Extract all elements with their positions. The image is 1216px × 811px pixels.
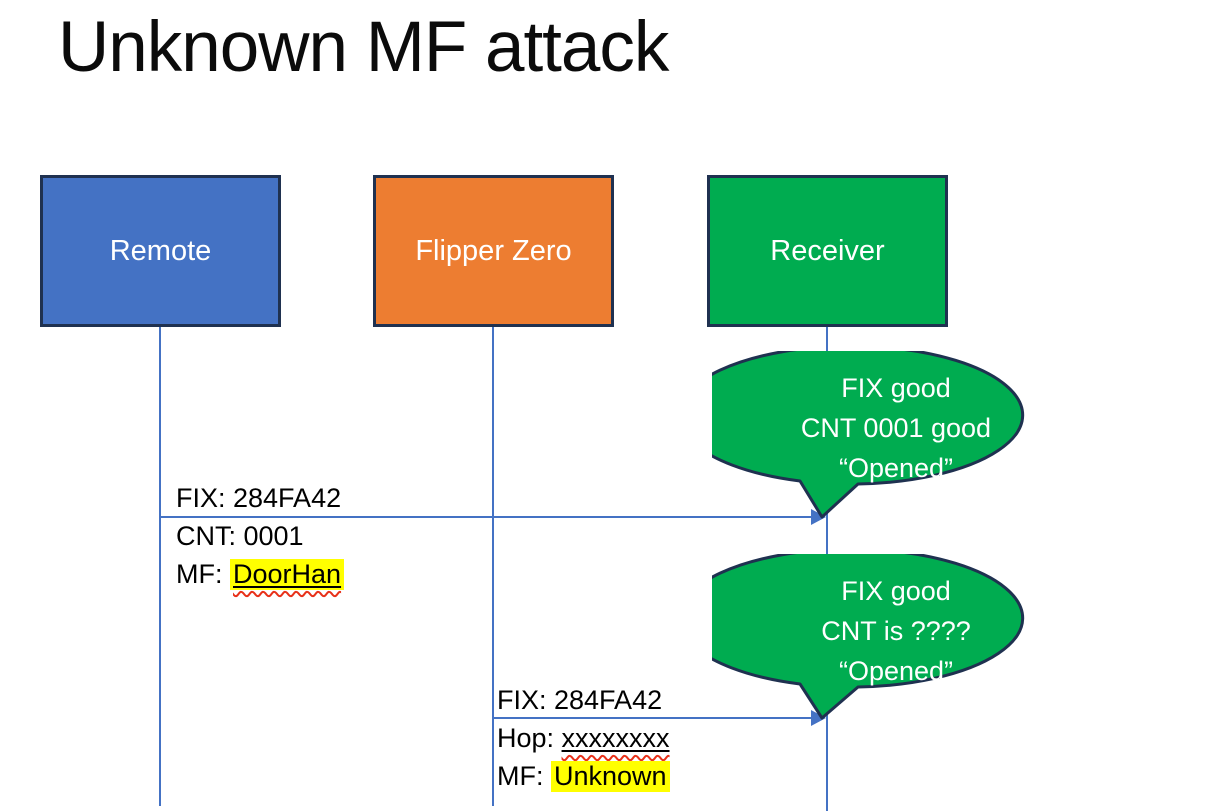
- speech-bubble-2-shape: [712, 554, 1025, 720]
- actor-box-remote: Remote: [40, 175, 281, 327]
- message-1-line-mf: MF: DoorHan: [176, 555, 345, 593]
- slide-title: Unknown MF attack: [58, 8, 669, 87]
- message-1-mf-prefix: MF:: [176, 558, 230, 589]
- bubble-2-line-2: CNT is ????: [821, 615, 971, 646]
- message-1-line-cnt: CNT: 0001: [176, 517, 344, 555]
- lifeline-flipper-zero: [492, 326, 494, 806]
- speech-bubble-2-text: FIX good CNT is ???? “Opened”: [712, 571, 1080, 691]
- message-2-line-fix: FIX: 284FA42: [497, 681, 670, 719]
- actor-label-flipper-zero: Flipper Zero: [415, 234, 572, 267]
- message-1-line-fix: FIX: 284FA42: [176, 479, 344, 517]
- actor-label-receiver: Receiver: [770, 234, 885, 267]
- actor-box-flipper-zero: Flipper Zero: [373, 175, 614, 327]
- message-arrow-1: [160, 516, 812, 518]
- bubble-1-line-2: CNT 0001 good: [800, 412, 992, 443]
- bubble-1-line-3: “Opened”: [838, 452, 954, 483]
- bubble-2-line-3: “Opened”: [838, 655, 954, 686]
- bubble-2-line-1: FIX good: [841, 575, 951, 606]
- message-1-mf-highlight: DoorHan: [230, 558, 345, 590]
- speech-bubble-1-shape: [712, 351, 1025, 519]
- actor-box-receiver: Receiver: [707, 175, 948, 327]
- speech-bubble-1-text: FIX good CNT 0001 good “Opened”: [712, 368, 1080, 488]
- message-2-labels: FIX: 284FA42 Hop: xxxxxxxx MF: Unknown: [497, 681, 670, 795]
- message-2-hop-squiggle: xxxxxxxx: [562, 723, 670, 754]
- message-2-mf-prefix: MF:: [497, 760, 551, 791]
- message-2-fix-text: FIX: 284FA42: [497, 684, 663, 715]
- message-2-hop-prefix: Hop:: [497, 722, 562, 753]
- message-1-mf-value: DoorHan: [233, 558, 342, 589]
- message-2-line-hop: Hop: xxxxxxxx: [497, 719, 670, 757]
- speech-bubble-1: [712, 351, 1025, 519]
- message-arrow-2: [493, 717, 812, 719]
- message-2-hop-value: xxxxxxxx: [561, 722, 670, 753]
- message-2-mf-highlight: Unknown: [551, 760, 670, 792]
- message-1-labels: FIX: 284FA42 CNT: 0001 MF: DoorHan: [176, 479, 345, 593]
- message-2-mf-value: Unknown: [554, 760, 667, 791]
- message-1-cnt-text: CNT: 0001: [176, 520, 304, 551]
- lifeline-remote: [159, 326, 161, 806]
- message-2-line-mf: MF: Unknown: [497, 757, 670, 795]
- message-1-fix-text: FIX: 284FA42: [176, 482, 342, 513]
- speech-bubble-2: [712, 554, 1025, 720]
- bubble-1-line-1: FIX good: [841, 372, 951, 403]
- actor-label-remote: Remote: [109, 234, 212, 267]
